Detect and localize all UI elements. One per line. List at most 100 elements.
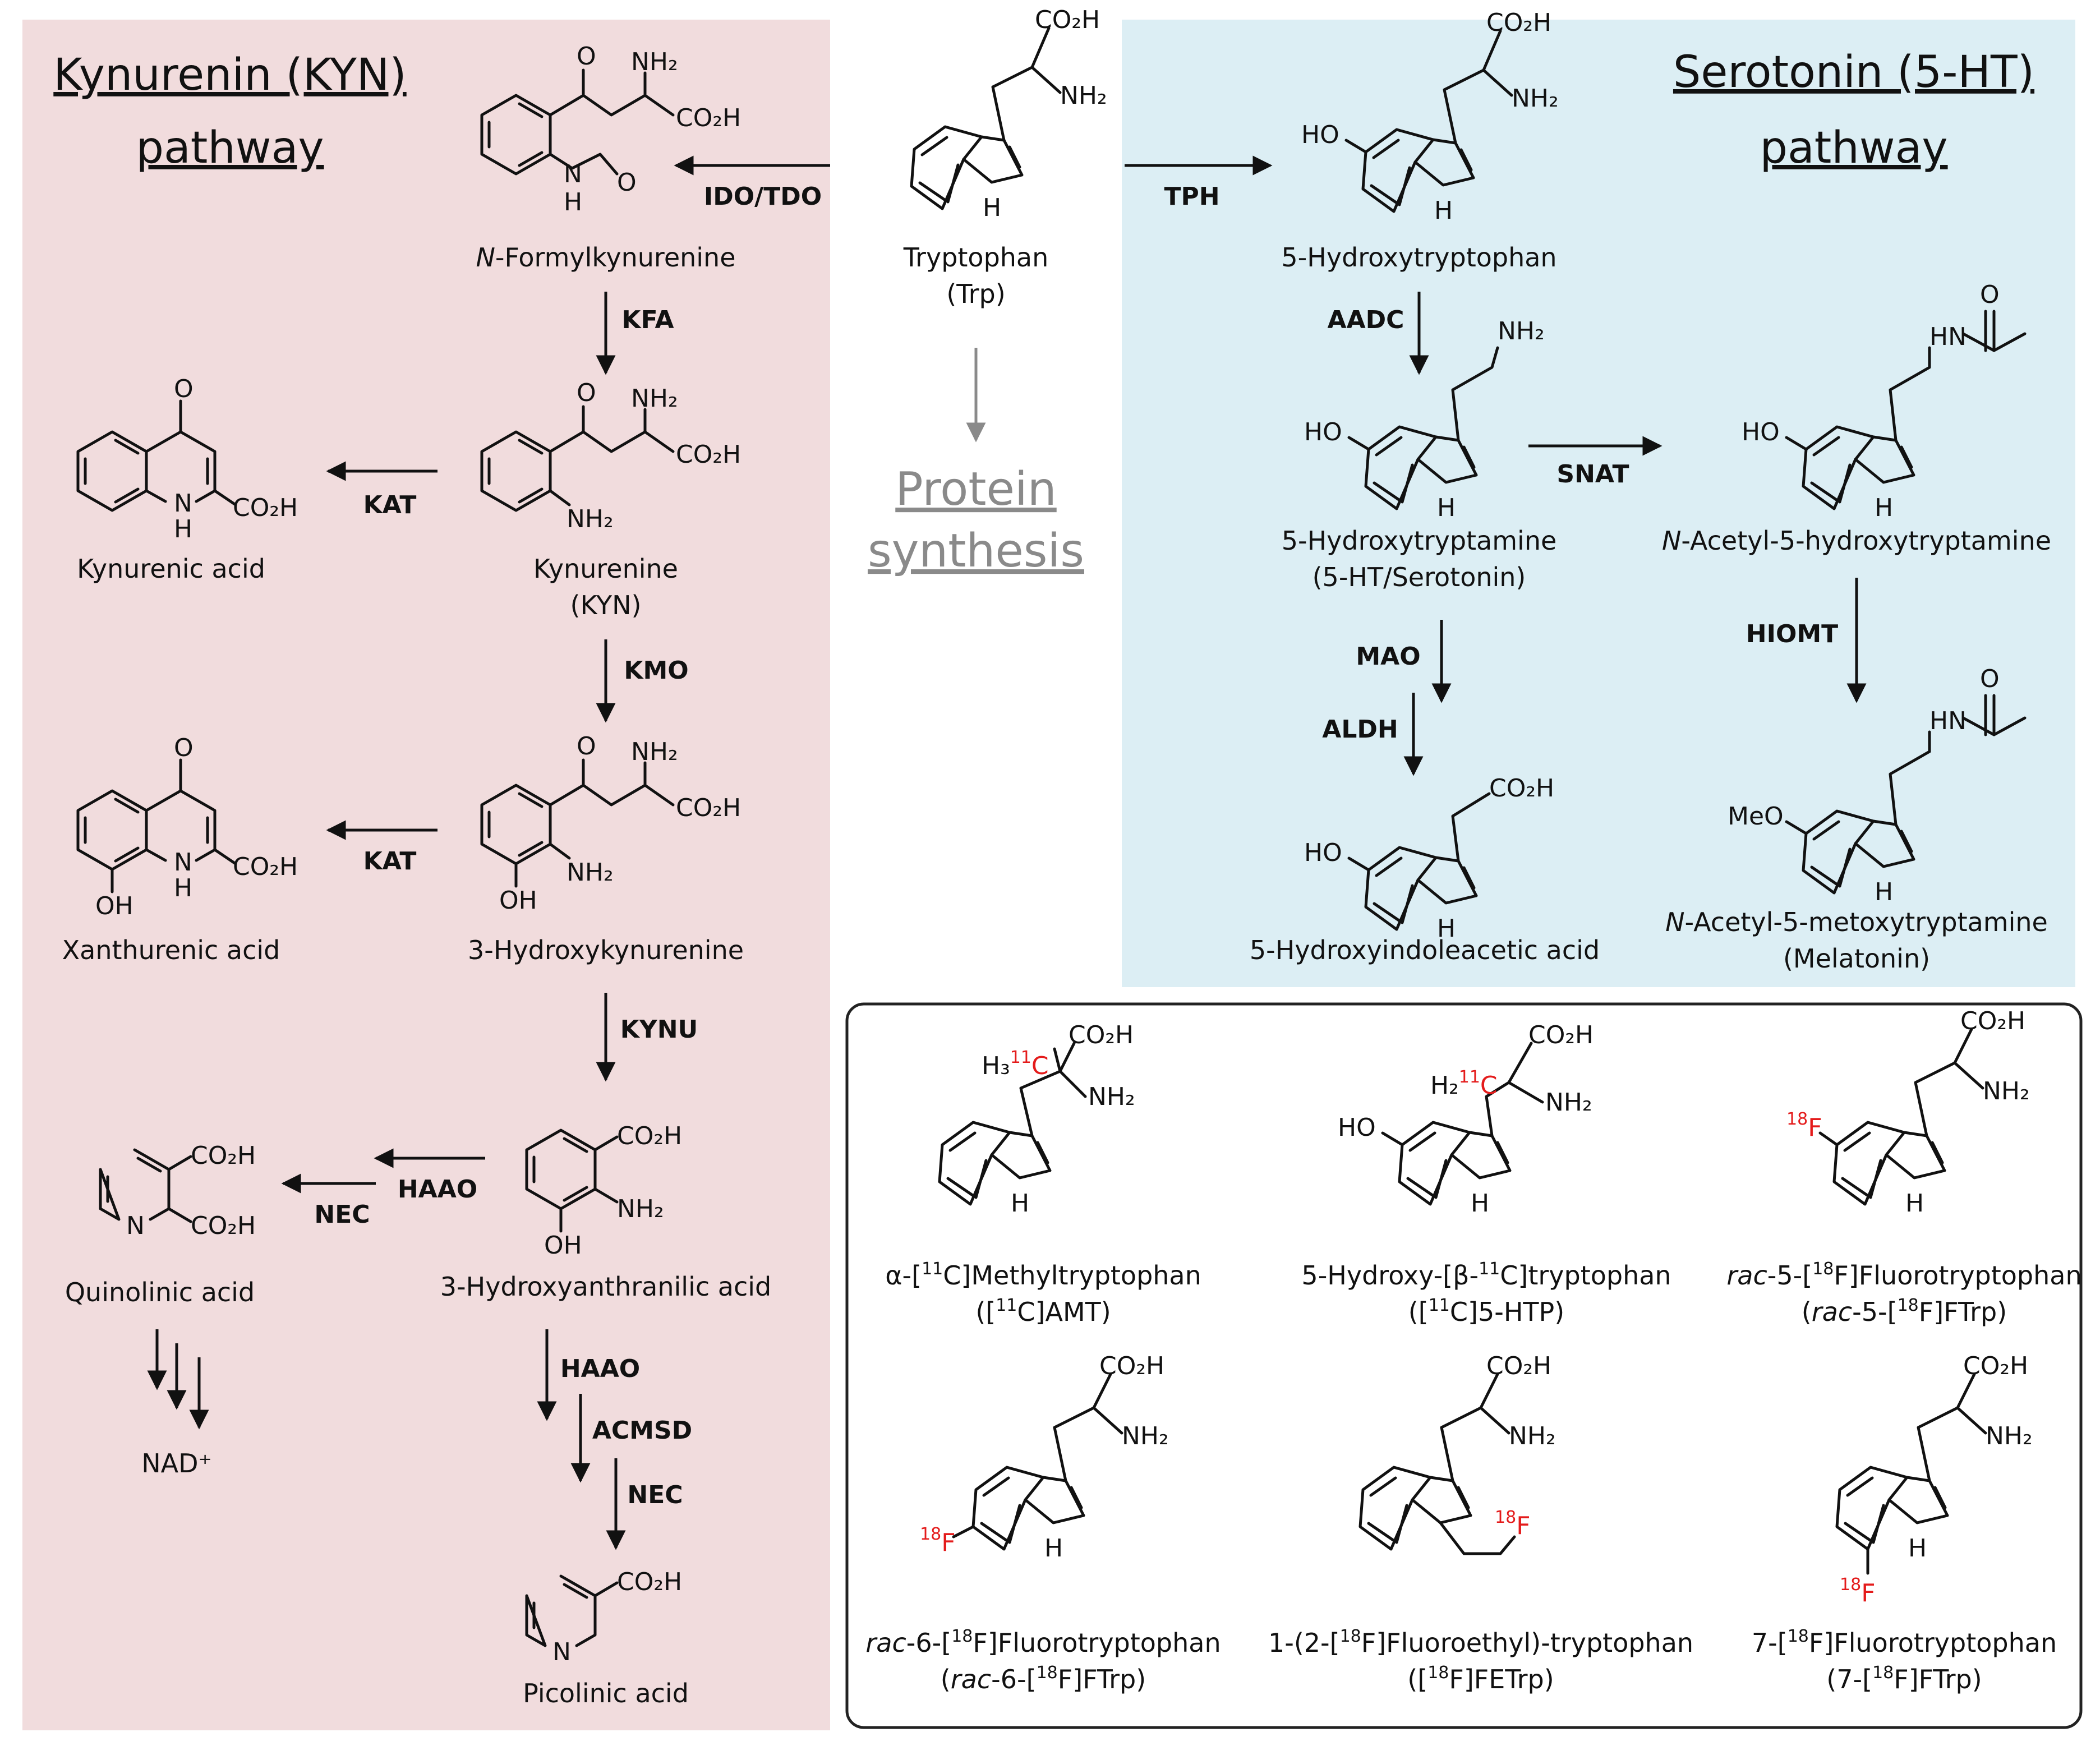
svg-text:NH₂: NH₂ <box>1983 1077 2030 1105</box>
enzyme-kat-2: KAT <box>363 847 417 876</box>
svg-text:O: O <box>577 379 596 407</box>
svg-text:HO: HO <box>1304 418 1342 446</box>
svg-text:NH₂: NH₂ <box>631 384 678 413</box>
svg-text:CO₂H: CO₂H <box>1960 1007 2025 1035</box>
quin-name: Quinolinic acid <box>65 1277 255 1307</box>
svg-text:O: O <box>174 734 194 762</box>
tracer-7ftrp-structure: 18F CO₂H NH₂ H <box>1837 1352 2033 1607</box>
svg-text:H: H <box>1875 494 1893 522</box>
enzyme-aldh: ALDH <box>1322 715 1398 744</box>
svg-text:CO₂H: CO₂H <box>676 104 741 132</box>
kyn-panel <box>22 20 830 1730</box>
svg-text:H: H <box>174 515 192 543</box>
svg-text:CO₂H: CO₂H <box>1099 1352 1164 1380</box>
ht-abbr: (5-HT/Serotonin) <box>1312 562 1526 592</box>
enzyme-haao-1: HAAO <box>398 1175 477 1204</box>
tryptophan-structure: CO₂H NH₂ H <box>911 6 1107 222</box>
quinolinic-acid-structure: N CO₂H CO₂H <box>100 1141 256 1240</box>
svg-text:O: O <box>577 42 596 71</box>
tracer-5ftrp-abbr: (rac-5-[18F]FTrp) <box>1802 1296 2007 1327</box>
svg-text:NH₂: NH₂ <box>1509 1422 1556 1450</box>
haa-name: 3-Hydroxyanthranilic acid <box>440 1272 771 1302</box>
svg-text:CO₂H: CO₂H <box>233 494 298 522</box>
svg-text:OH: OH <box>499 886 537 915</box>
svg-text:CO₂H: CO₂H <box>1069 1021 1134 1049</box>
kyna-name: Kynurenic acid <box>77 554 265 584</box>
svg-text:H: H <box>1437 914 1456 943</box>
tracer-6ftrp-abbr: (rac-6-[18F]FTrp) <box>941 1663 1146 1694</box>
nad-name: NAD⁺ <box>141 1448 212 1478</box>
svg-text:HO: HO <box>1338 1113 1376 1142</box>
tracer-6ftrp-structure: 18F CO₂H NH₂ H <box>920 1352 1169 1563</box>
ser-panel <box>1122 20 2075 987</box>
tracer-fetrp-name: 1-(2-[18F]Fluoroethyl)-tryptophan <box>1268 1627 1693 1658</box>
svg-text:H: H <box>174 874 192 902</box>
svg-text:18F: 18F <box>1840 1575 1876 1607</box>
enzyme-kfa: KFA <box>621 306 674 334</box>
svg-text:CO₂H: CO₂H <box>676 794 741 822</box>
enzyme-acmsd: ACMSD <box>592 1416 692 1445</box>
pic-name: Picolinic acid <box>523 1678 689 1708</box>
svg-text:HO: HO <box>1301 121 1339 149</box>
svg-text:H₃11C: H₃11C <box>982 1048 1049 1080</box>
svg-text:O: O <box>1980 280 2000 309</box>
svg-text:N: N <box>126 1212 145 1240</box>
tracer-5ftrp-structure: 18F CO₂H NH₂ H <box>1786 1007 2030 1218</box>
svg-text:O: O <box>577 732 596 761</box>
enzyme-mao: MAO <box>1356 642 1420 671</box>
enzyme-ido-tdo: IDO/TDO <box>704 182 822 211</box>
svg-text:NH₂: NH₂ <box>1498 317 1545 346</box>
hiaa-name: 5-Hydroxyindoleacetic acid <box>1250 935 1600 965</box>
enzyme-kynu: KYNU <box>620 1015 698 1044</box>
svg-text:H: H <box>1011 1189 1029 1218</box>
svg-text:CO₂H: CO₂H <box>1528 1021 1594 1049</box>
svg-text:NH₂: NH₂ <box>1088 1083 1135 1111</box>
svg-text:HN: HN <box>1929 323 1967 351</box>
n-formylkynurenine-structure: O NH₂ CO₂H N H O <box>482 42 741 217</box>
htp-name: 5-Hydroxytryptophan <box>1281 242 1556 273</box>
svg-text:H: H <box>1905 1189 1924 1218</box>
tracer-fetrp-abbr: ([18F]FETrp) <box>1407 1663 1554 1694</box>
tracer-7ftrp-name: 7-[18F]Fluorotryptophan <box>1752 1627 2057 1658</box>
tracer-5ftrp-name: rac-5-[18F]Fluorotryptophan <box>1726 1259 2081 1291</box>
svg-text:CO₂H: CO₂H <box>676 440 741 469</box>
enzyme-kat-1: KAT <box>363 491 417 519</box>
svg-text:H: H <box>564 188 582 217</box>
xa-name: Xanthurenic acid <box>62 935 280 965</box>
5-hiaa-structure: CO₂H H HO <box>1304 774 1554 943</box>
svg-text:H: H <box>1471 1189 1489 1218</box>
tracer-5htp-name: 5-Hydroxy-[β-11C]tryptophan <box>1301 1259 1671 1291</box>
svg-text:CO₂H: CO₂H <box>191 1212 256 1240</box>
svg-text:H: H <box>983 194 1001 222</box>
kynurenine-structure: O NH₂ CO₂H NH₂ <box>482 379 741 533</box>
protein-synthesis-line1: Protein <box>895 463 1056 516</box>
svg-text:CO₂H: CO₂H <box>1035 6 1100 34</box>
svg-text:CO₂H: CO₂H <box>1489 774 1554 803</box>
tracer-6ftrp-name: rac-6-[18F]Fluorotryptophan <box>865 1627 1221 1658</box>
svg-text:CO₂H: CO₂H <box>1963 1352 2028 1380</box>
enzyme-nec-2: NEC <box>627 1481 683 1509</box>
svg-text:CO₂H: CO₂H <box>191 1141 256 1170</box>
svg-text:N: N <box>552 1638 571 1666</box>
3-hydroxykynurenine-structure: O NH₂ CO₂H NH₂ OH <box>482 732 741 915</box>
xanthurenic-acid-structure: O N H CO₂H OH <box>78 734 298 920</box>
trp-name: Tryptophan <box>903 242 1049 273</box>
svg-text:O: O <box>1980 665 2000 693</box>
svg-text:O: O <box>617 168 637 197</box>
tracer-amt-abbr: ([11C]AMT) <box>975 1296 1111 1327</box>
svg-text:18F: 18F <box>1495 1508 1531 1540</box>
n-acetylserotonin-structure: HN O H HO <box>1742 280 2027 522</box>
svg-text:CO₂H: CO₂H <box>233 853 298 881</box>
svg-text:NH₂: NH₂ <box>1986 1422 2033 1450</box>
nas-name: N-Acetyl-5-hydroxytryptamine <box>1662 526 2051 556</box>
picolinic-acid-structure: N CO₂H <box>527 1568 682 1666</box>
3-hydroxyanthranilic-acid-structure: CO₂H NH₂ OH <box>527 1122 682 1260</box>
svg-text:N: N <box>564 160 582 188</box>
enzyme-snat: SNAT <box>1556 460 1629 489</box>
svg-text:HO: HO <box>1304 839 1342 867</box>
5-hydroxytryptophan-structure: CO₂H NH₂ H HO <box>1301 8 1559 225</box>
trp-abbr: (Trp) <box>946 279 1005 309</box>
svg-text:H: H <box>1044 1534 1063 1563</box>
svg-text:H: H <box>1908 1534 1927 1563</box>
